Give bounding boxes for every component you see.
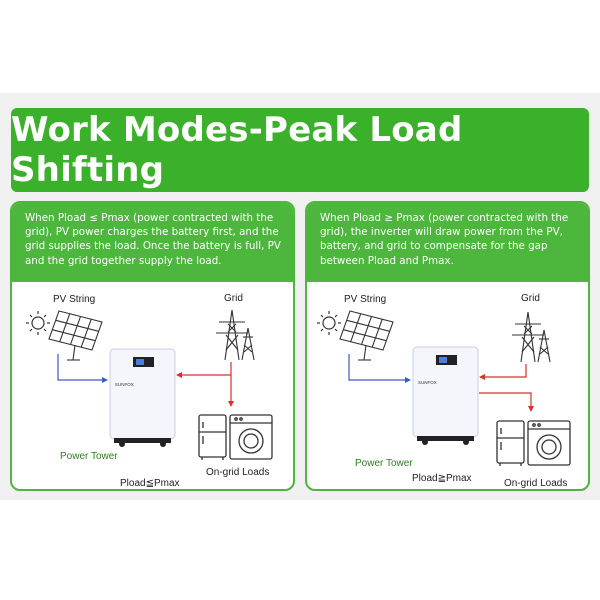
condition-label: Pload≦Pmax: [120, 478, 180, 489]
solar-panel-icon: [48, 310, 103, 361]
power-tower-unit: SUNFOX: [412, 346, 479, 445]
sun-icon: [317, 311, 341, 335]
condition-label: Pload≧Pmax: [412, 473, 472, 484]
sun-icon: [26, 311, 50, 335]
transmission-tower-icon: [216, 309, 255, 361]
pv-string-label: PV String: [53, 294, 95, 305]
transmission-tower-icon: [512, 311, 551, 363]
mode-description: When Pload ≥ Pmax (power contracted with…: [307, 203, 588, 282]
on-grid-loads-icon: [198, 414, 273, 460]
on-grid-loads-icon: [496, 420, 571, 466]
grid-label: Grid: [521, 293, 540, 304]
on-grid-loads-label: On-grid Loads: [206, 467, 269, 478]
power-tower-label: Power Tower: [60, 451, 118, 462]
on-grid-loads-label: On-grid Loads: [504, 478, 567, 489]
pv-flow-arrow: [57, 354, 108, 383]
grid-label: Grid: [224, 293, 243, 304]
pv-string-label: PV String: [344, 294, 386, 305]
title-banner: Work Modes-Peak Load Shifting: [11, 108, 589, 192]
flow-diagram: PV String Grid SUNFOX: [26, 293, 273, 489]
grid-flow-arrow: [176, 362, 234, 407]
page-title: Work Modes-Peak Load Shifting: [11, 110, 463, 190]
mode-panel-left: When Pload ≤ Pmax (power contracted with…: [10, 201, 295, 491]
brand-label: SUNFOX: [418, 380, 437, 385]
power-tower-label: Power Tower: [355, 458, 413, 469]
mode-description: When Pload ≤ Pmax (power contracted with…: [12, 203, 293, 282]
power-tower-unit: SUNFOX: [109, 348, 176, 447]
brand-label: SUNFOX: [115, 382, 134, 387]
grid-flow-arrow: [479, 364, 527, 380]
load-flow-arrow: [479, 392, 534, 412]
pv-flow-arrow: [348, 354, 411, 383]
solar-panel-icon: [339, 310, 394, 361]
mode-panel-right: When Pload ≥ Pmax (power contracted with…: [305, 201, 590, 491]
flow-diagram: PV String Grid SUNFOX: [317, 293, 571, 489]
